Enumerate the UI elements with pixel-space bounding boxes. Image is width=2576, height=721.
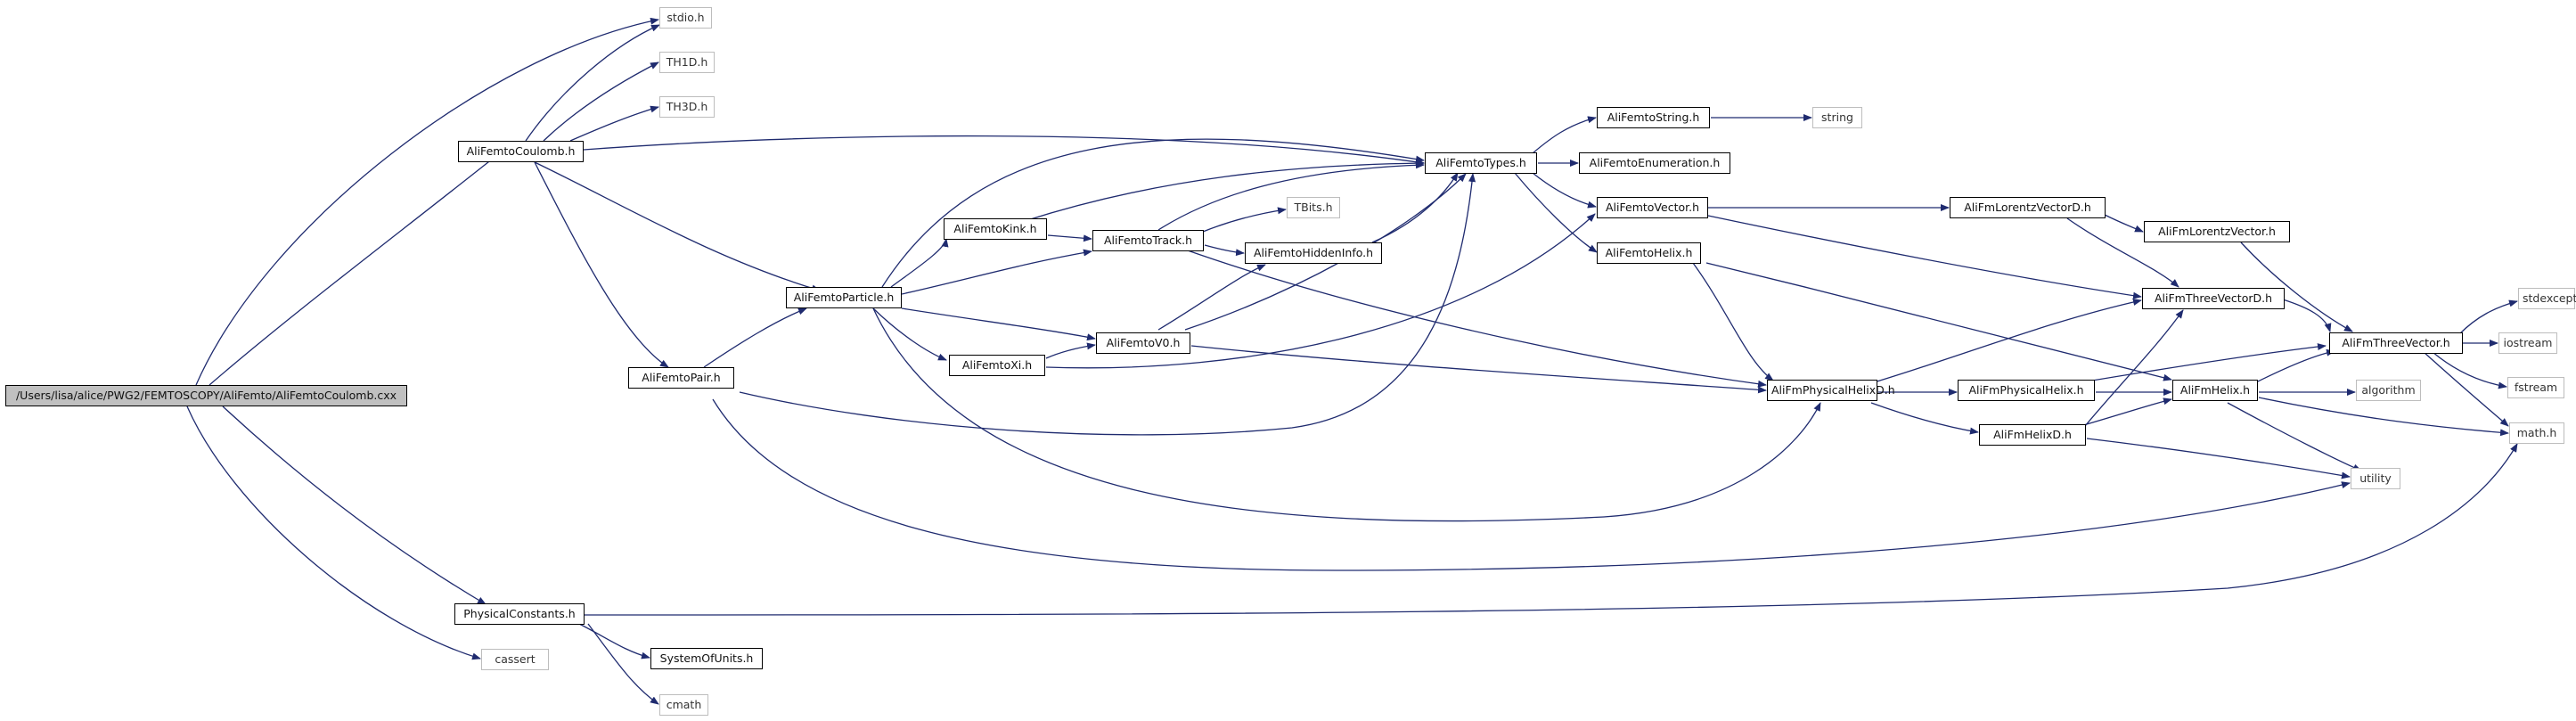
node-alifmhelixd-h[interactable]: AliFmHelixD.h xyxy=(1979,424,2086,446)
edge-v0-hidden xyxy=(1157,264,1266,331)
edge-fmhelix-math xyxy=(2258,397,2509,437)
edge-fmhelix-utility xyxy=(2227,402,2362,471)
node-stdio-h: stdio.h xyxy=(659,7,712,29)
node-alifemtostring-h[interactable]: AliFemtoString.h xyxy=(1597,107,1710,128)
edge-track-hidden xyxy=(1204,244,1245,257)
edge-particle-track xyxy=(901,249,1092,295)
edge-root-coulomb xyxy=(209,151,503,386)
edge-types-vector xyxy=(1532,172,1597,209)
node-th3d-h: TH3D.h xyxy=(659,96,715,118)
edge-track-types xyxy=(1157,161,1425,231)
edge-particle-v0 xyxy=(901,307,1096,341)
edge-pair-particle xyxy=(703,307,807,368)
node-alifmhelix-h[interactable]: AliFmHelix.h xyxy=(2172,380,2258,401)
node-alifemtotrack-h[interactable]: AliFemtoTrack.h xyxy=(1092,230,1204,251)
edge-track-tbits xyxy=(1202,207,1287,233)
node-systemofunits-h[interactable]: SystemOfUnits.h xyxy=(650,648,763,669)
node-alifmthreevector-h[interactable]: AliFmThreeVector.h xyxy=(2329,332,2463,354)
edge-coulomb-th1d xyxy=(543,61,659,142)
node-alifmphysicalhelix-h[interactable]: AliFmPhysicalHelix.h xyxy=(1958,380,2095,401)
edge-physconst-sysunits xyxy=(578,623,650,660)
edge-root-cassert xyxy=(186,406,481,660)
edge-pair-types xyxy=(739,173,1476,436)
edge-particle-physhelixd xyxy=(872,307,1821,522)
edge-vector-threed xyxy=(1707,215,2142,299)
node-math-h: math.h xyxy=(2509,422,2564,444)
node-alifmlorentzvectord-h[interactable]: AliFmLorentzVectorD.h xyxy=(1950,197,2106,218)
node-root-file: /Users/lisa/alice/PWG2/FEMTOSCOPY/AliFem… xyxy=(5,385,407,406)
node-alifemtopair-h[interactable]: AliFemtoPair.h xyxy=(628,367,734,389)
edge-coulomb-th3d xyxy=(569,105,659,142)
node-alifemtocoulomb-h[interactable]: AliFemtoCoulomb.h xyxy=(458,141,584,162)
edge-track-physhelixd xyxy=(1184,249,1767,388)
edge-lorentz-three xyxy=(2240,242,2353,332)
node-physicalconstants-h[interactable]: PhysicalConstants.h xyxy=(454,603,585,625)
node-alifemtoenumeration-h[interactable]: AliFemtoEnumeration.h xyxy=(1579,152,1730,174)
edge-lorentzd-threed xyxy=(2066,217,2179,288)
edge-xi-v0 xyxy=(1045,342,1096,359)
include-edges xyxy=(186,17,2518,705)
node-alifemtotypes-h[interactable]: AliFemtoTypes.h xyxy=(1425,152,1537,174)
edge-three-stdexcept xyxy=(2458,299,2518,335)
node-th1d-h: TH1D.h xyxy=(659,52,715,73)
node-alifemtohiddeninfo-h[interactable]: AliFemtoHiddenInfo.h xyxy=(1245,242,1382,264)
edge-coulomb-pair xyxy=(534,161,669,368)
node-cmath: cmath xyxy=(659,694,708,716)
edge-physhelixd-threed xyxy=(1870,299,2142,384)
edge-kink-track xyxy=(1047,234,1092,242)
node-alifemtoparticle-h[interactable]: AliFemtoParticle.h xyxy=(786,287,902,308)
edge-fmhelixd-fmhelix xyxy=(2080,397,2172,427)
node-alifemtovector-h[interactable]: AliFemtoVector.h xyxy=(1597,197,1708,218)
edge-physconst-cmath xyxy=(587,623,659,705)
edge-threed-three xyxy=(2282,299,2332,332)
edge-fmhelix-three xyxy=(2253,348,2335,384)
edge-lorentzd-lorentz xyxy=(2102,213,2144,233)
edge-v0-physhelixd xyxy=(1190,345,1767,394)
node-alifemtov0-h[interactable]: AliFemtoV0.h xyxy=(1096,332,1190,354)
edge-physhelix-three xyxy=(2075,343,2327,384)
node-alifmphysicalhelixd-h[interactable]: AliFmPhysicalHelixD.h xyxy=(1767,380,1895,401)
edge-root-stdio xyxy=(195,17,659,386)
node-alifemtokink-h[interactable]: AliFemtoKink.h xyxy=(944,218,1047,240)
node-string: string xyxy=(1812,107,1862,128)
edge-fmhelixd-threed xyxy=(2084,309,2184,427)
edge-particle-kink xyxy=(890,238,949,288)
edge-three-fstream xyxy=(2432,351,2507,389)
edge-fmhelixd-utility xyxy=(2086,438,2351,479)
node-utility: utility xyxy=(2351,468,2400,489)
node-alifemtoxi-h[interactable]: AliFemtoXi.h xyxy=(949,355,1045,376)
edge-coulomb-stdio xyxy=(525,24,660,142)
edge-particle-types xyxy=(881,138,1425,288)
node-alifemtohelix-h[interactable]: AliFemtoHelix.h xyxy=(1597,242,1701,264)
edge-coulomb-particle xyxy=(534,161,821,292)
edge-three-math xyxy=(2423,351,2509,427)
edge-particle-xi xyxy=(872,307,947,361)
edge-helix-physhelixd xyxy=(1692,262,1774,381)
edge-physhelixd-fmhelixd xyxy=(1870,402,1979,435)
edge-pair-utility xyxy=(712,398,2351,571)
node-alifmthreevectord-h[interactable]: AliFmThreeVectorD.h xyxy=(2142,288,2285,309)
edge-types-fstring xyxy=(1532,116,1597,154)
edge-kink-types xyxy=(1024,160,1425,222)
edge-physconst-math xyxy=(584,443,2518,616)
node-alifmlorentzvector-h[interactable]: AliFmLorentzVector.h xyxy=(2144,221,2290,242)
node-fstream: fstream xyxy=(2507,377,2564,398)
edge-hidden-types xyxy=(1371,172,1459,243)
node-cassert: cassert xyxy=(481,649,549,670)
edge-coulomb-types xyxy=(583,135,1425,166)
node-iostream: iostream xyxy=(2498,332,2557,354)
edge-root-physconst xyxy=(222,406,487,605)
node-tbits-h: TBits.h xyxy=(1287,197,1340,218)
node-algorithm: algorithm xyxy=(2356,380,2421,401)
edge-types-helix xyxy=(1514,172,1598,253)
edge-xi-vector xyxy=(1045,213,1596,369)
node-stdexcept: stdexcept xyxy=(2518,288,2576,309)
